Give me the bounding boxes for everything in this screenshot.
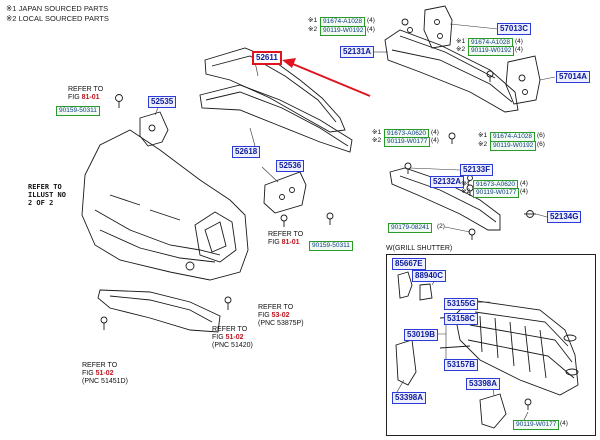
lower-reinforcement — [389, 167, 501, 231]
fastener-90159-50311-b[interactable]: 90159-50311 — [309, 241, 353, 251]
callout-53157B[interactable]: 53157B — [444, 359, 479, 371]
fastener-90119-W0177-h[interactable]: 90119-W0177 — [513, 420, 560, 430]
qty: (2) — [437, 223, 445, 230]
mark-1: ※1 — [456, 38, 466, 45]
grill-shutter-label: W(GRILL SHUTTER) — [386, 245, 453, 252]
qty: (4) — [560, 420, 568, 427]
callout-53019B[interactable]: 53019B — [404, 329, 439, 341]
qty: (6) — [537, 132, 545, 139]
grill-shutter-frame — [454, 299, 579, 396]
refer-to-fig-53-02[interactable]: REFER TO FIG 53-02 (PNC 53875P) — [258, 304, 304, 327]
callout-52131A[interactable]: 52131A — [340, 46, 375, 58]
bracket-57013C — [423, 5, 453, 49]
fastener-90119-W0177-e[interactable]: 90119-W0177 — [473, 188, 520, 198]
mark-2: ※2 — [478, 141, 488, 148]
refer-to-fig-81-01-b[interactable]: REFER TO FIG 81-01 — [268, 231, 304, 246]
mark-1: ※1 — [478, 132, 488, 139]
grill-shutter-clip — [419, 283, 433, 301]
grill-shutter-duct-right — [479, 393, 507, 429]
fastener-90159-50311-a[interactable]: 90159-50311 — [56, 106, 100, 116]
callout-52611[interactable]: 52611 — [252, 51, 282, 65]
callout-52133F[interactable]: 52133F — [460, 164, 494, 176]
qty: (4) — [520, 180, 528, 187]
qty: (4) — [515, 46, 523, 53]
bracket-52535 — [139, 111, 169, 147]
mark-1: ※1 — [461, 180, 471, 187]
callout-52132A[interactable]: 52132A — [430, 176, 465, 188]
callout-52536[interactable]: 52536 — [276, 160, 305, 172]
callout-53155G[interactable]: 53155G — [444, 298, 479, 310]
qty: (4) — [367, 17, 375, 24]
qty: (4) — [367, 26, 375, 33]
callout-57013C[interactable]: 57013C — [497, 23, 532, 35]
refer-to-fig-81-01-a[interactable]: REFER TO FIG 81-01 — [68, 86, 104, 101]
grill-shutter-box — [386, 254, 596, 436]
callout-53398A-left[interactable]: 53398A — [392, 392, 427, 404]
callout-85667E[interactable]: 85667E — [392, 258, 426, 270]
fastener-90119-W0192-a[interactable]: 90119-W0192 — [320, 26, 367, 36]
mark-2: ※2 — [372, 137, 382, 144]
qty: (6) — [537, 141, 545, 148]
qty: (4) — [431, 137, 439, 144]
highlight-arrow — [282, 58, 371, 97]
mark-2: ※2 — [308, 26, 318, 33]
callout-57014A[interactable]: 57014A — [556, 71, 591, 83]
fastener-90119-W0192-d[interactable]: 90119-W0192 — [490, 141, 537, 151]
mark-2: ※2 — [461, 188, 471, 195]
lower-spoiler — [97, 289, 221, 333]
mark-1: ※1 — [308, 17, 318, 24]
callout-88940C[interactable]: 88940C — [412, 270, 447, 282]
mark-2: ※2 — [456, 46, 466, 53]
legend-japan: ※1 JAPAN SOURCED PARTS — [6, 4, 109, 13]
qty: (4) — [431, 129, 439, 136]
callout-52535[interactable]: 52535 — [148, 96, 177, 108]
qty: (4) — [520, 188, 528, 195]
refer-to-fig-51-02-a[interactable]: REFER TO FIG 51-02 (PNC 51420) — [212, 326, 253, 349]
grill-shutter-bracket-a — [397, 271, 413, 299]
fastener-90119-W0192-b[interactable]: 90119-W0192 — [468, 46, 515, 56]
refer-to-fig-51-02-b[interactable]: REFER TO FIG 51-02 (PNC 51451D) — [82, 362, 128, 385]
retainer-52536 — [263, 171, 307, 214]
bracket-57014A — [505, 55, 541, 105]
callout-52618[interactable]: 52618 — [232, 146, 261, 158]
legend-local: ※2 LOCAL SOURCED PARTS — [6, 14, 109, 23]
callout-53158C[interactable]: 53158C — [444, 313, 479, 325]
callout-52134G[interactable]: 52134G — [547, 211, 582, 223]
qty: (4) — [515, 38, 523, 45]
refer-to-illust: REFER TO ILLUST NO 2 OF 2 — [28, 183, 66, 207]
callout-53398A-right[interactable]: 53398A — [466, 378, 501, 390]
mark-1: ※1 — [372, 129, 382, 136]
fastener-90119-W0177-c[interactable]: 90119-W0177 — [384, 137, 431, 147]
bumper-reinforcement — [384, 29, 519, 113]
energy-absorber-lower — [199, 84, 353, 153]
fastener-90179-08241[interactable]: 90179-08241 — [388, 223, 433, 233]
bumper-cover — [81, 129, 249, 281]
